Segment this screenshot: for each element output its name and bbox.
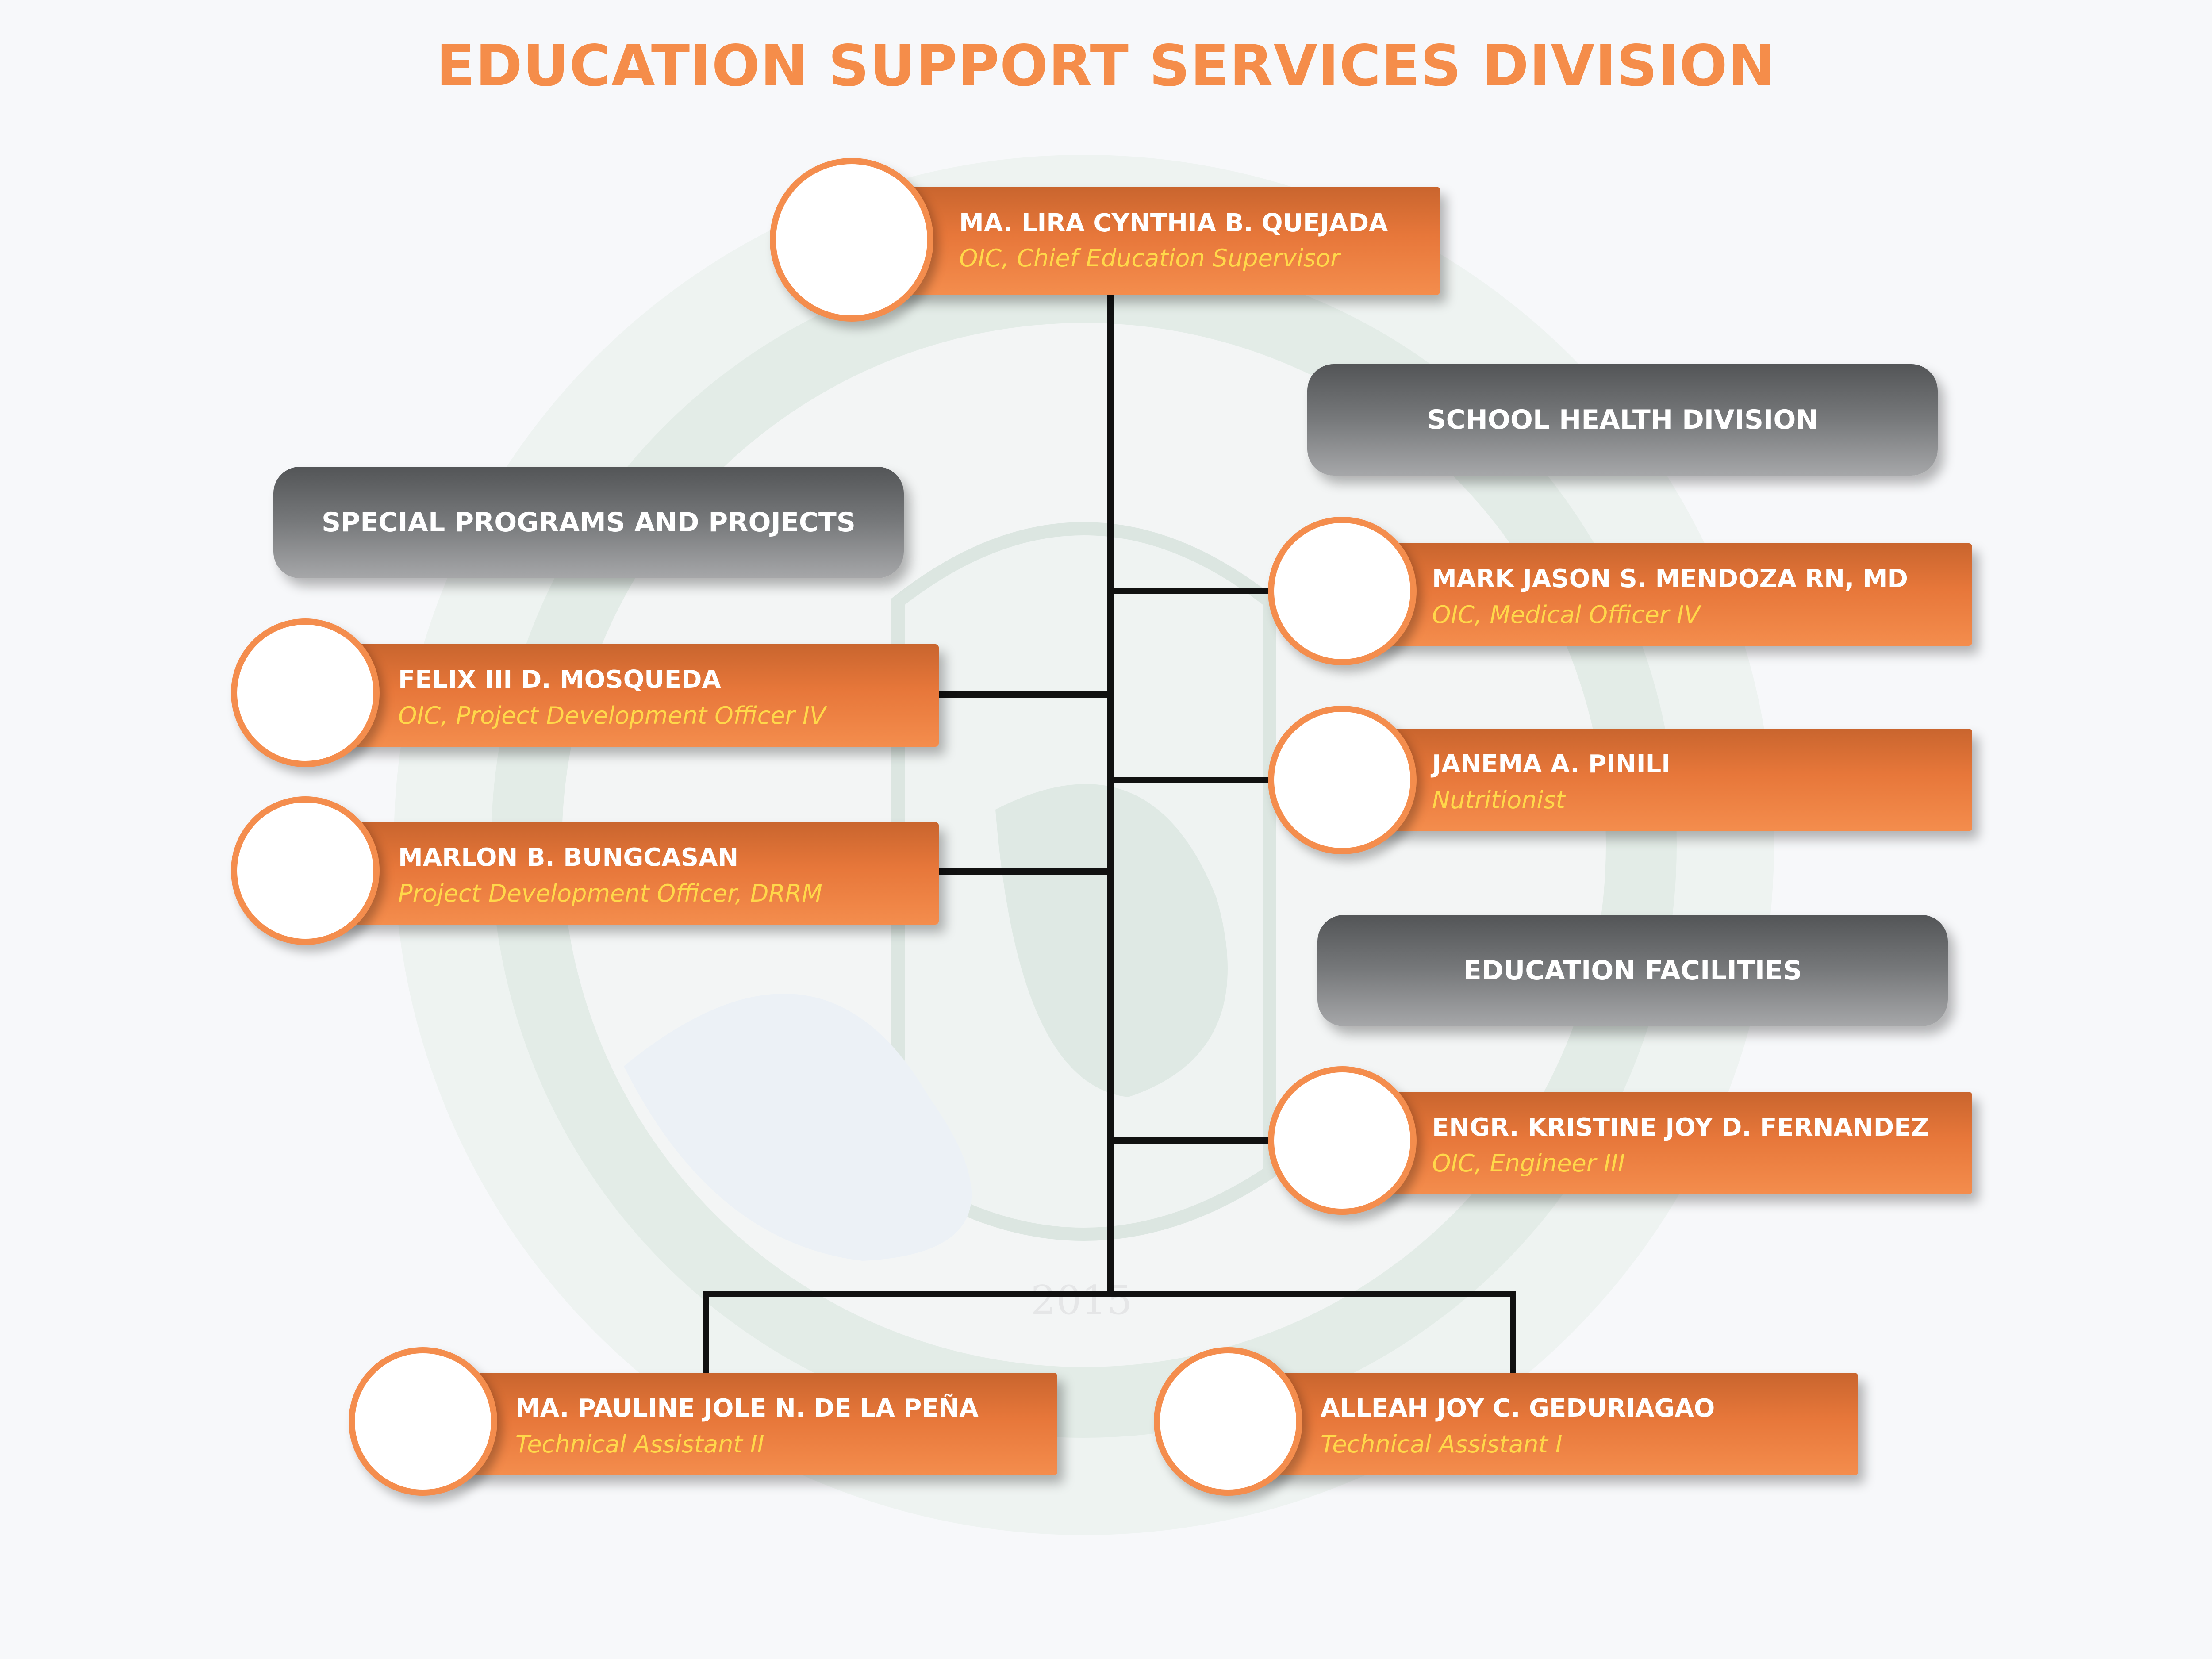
person-role: OIC, Medical Officer IV bbox=[1432, 601, 1701, 629]
person-role: Project Development Officer, DRRM bbox=[398, 879, 822, 907]
avatar-mendoza bbox=[1268, 517, 1417, 665]
person-card-mendoza: MARK JASON S. MENDOZA RN, MD OIC, Medica… bbox=[1363, 543, 1972, 646]
avatar-pinili bbox=[1268, 706, 1417, 854]
section-school-health: SCHOOL HEALTH DIVISION bbox=[1307, 364, 1938, 476]
person-name: MARLON B. BUNGCASAN bbox=[398, 843, 739, 872]
section-special-programs: SPECIAL PROGRAMS AND PROJECTS bbox=[273, 467, 904, 578]
person-name: MA. LIRA CYNTHIA B. QUEJADA bbox=[959, 209, 1388, 238]
seal-year: 2015 bbox=[1031, 1277, 1132, 1324]
person-card-chief: MA. LIRA CYNTHIA B. QUEJADA OIC, Chief E… bbox=[841, 187, 1440, 295]
person-role: Technical Assistant II bbox=[515, 1430, 764, 1458]
avatar-bungcasan bbox=[231, 796, 380, 945]
person-card-pinili: JANEMA A. PINILI Nutritionist bbox=[1363, 729, 1972, 831]
person-card-bungcasan: MARLON B. BUNGCASAN Project Development … bbox=[301, 822, 939, 925]
person-name: ENGR. KRISTINE JOY D. FERNANDEZ bbox=[1432, 1113, 1929, 1142]
person-card-delapena: MA. PAULINE JOLE N. DE LA PEÑA Technical… bbox=[425, 1373, 1057, 1475]
avatar-chief bbox=[770, 158, 933, 322]
person-role: Technical Assistant I bbox=[1321, 1430, 1563, 1458]
person-card-mosqueda: FELIX III D. MOSQUEDA OIC, Project Devel… bbox=[301, 644, 939, 747]
person-name: ALLEAH JOY C. GEDURIAGAO bbox=[1321, 1394, 1715, 1423]
person-card-fernandez: ENGR. KRISTINE JOY D. FERNANDEZ OIC, Eng… bbox=[1363, 1092, 1972, 1194]
section-education-facilities: EDUCATION FACILITIES bbox=[1317, 915, 1948, 1026]
page-title: EDUCATION SUPPORT SERVICES DIVISION bbox=[436, 33, 1776, 99]
avatar-delapena bbox=[349, 1347, 497, 1496]
person-role: OIC, Engineer III bbox=[1432, 1149, 1625, 1177]
person-name: FELIX III D. MOSQUEDA bbox=[398, 665, 721, 694]
person-card-geduriagao: ALLEAH JOY C. GEDURIAGAO Technical Assis… bbox=[1225, 1373, 1858, 1475]
person-name: MA. PAULINE JOLE N. DE LA PEÑA bbox=[515, 1394, 979, 1423]
person-role: OIC, Chief Education Supervisor bbox=[959, 244, 1340, 272]
avatar-geduriagao bbox=[1154, 1347, 1302, 1496]
person-name: JANEMA A. PINILI bbox=[1432, 750, 1671, 779]
avatar-fernandez bbox=[1268, 1066, 1417, 1215]
person-name: MARK JASON S. MENDOZA RN, MD bbox=[1432, 565, 1909, 593]
person-role: OIC, Project Development Officer IV bbox=[398, 702, 826, 730]
person-role: Nutritionist bbox=[1432, 786, 1565, 814]
avatar-mosqueda bbox=[231, 618, 380, 767]
